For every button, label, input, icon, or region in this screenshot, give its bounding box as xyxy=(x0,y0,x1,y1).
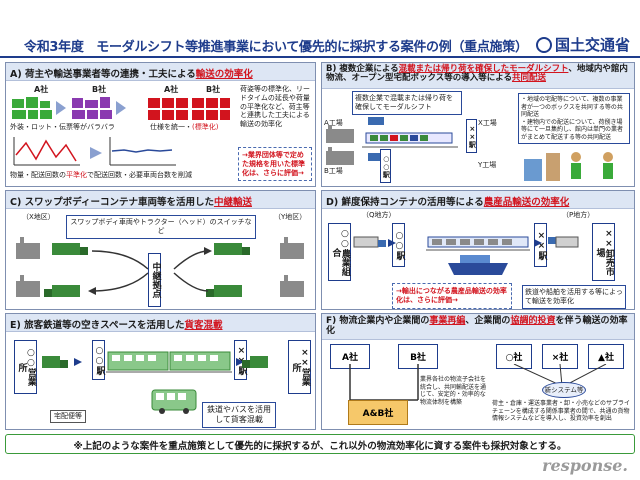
company-tri: ▲社 xyxy=(588,344,624,369)
station-b-right-label: ○○駅 xyxy=(380,149,392,183)
label-after: 仕様を統一・(標準化) xyxy=(150,123,250,132)
ministry-logo-icon xyxy=(535,36,552,53)
train-route-icon xyxy=(362,117,458,161)
panel-d-head-text: D) 鮮度保持コンテナの活用等による xyxy=(326,197,484,208)
company-a-label: A社 xyxy=(34,85,49,94)
chart-label-highlight: 平準化 xyxy=(66,171,87,179)
label-after-highlight: (標準化) xyxy=(192,123,219,131)
panel-d-head-highlight: 農産品輸送の効率化 xyxy=(483,197,570,208)
company-ab: A&B社 xyxy=(348,400,408,425)
note-left: 業界各社の物流子会社を統合し、共同輸配送を通じて、安定的・効率的な物流体制を構築 xyxy=(420,376,487,406)
panel-a-header: A) 荷主や輸送事業者等の連携・工夫による輸送の効率化 xyxy=(6,63,315,81)
rail-bus-note: 鉄道やバスを活用して貨客混載 xyxy=(202,402,276,428)
page-title: 令和3年度 モーダルシフト等推進事業において優先的に採択する案件の例（重点施策） xyxy=(24,40,528,55)
factory-b-label: B工場 xyxy=(324,167,343,175)
factory-a-label: A工場 xyxy=(324,119,343,127)
x-area-label: （X地区） xyxy=(22,213,55,221)
panel-c: C) スワップボディーコンテナ車両等を活用した中継輸送 （X地区） （Y地区） … xyxy=(5,190,316,310)
panel-a-head-highlight: 輸送の効率化 xyxy=(195,69,253,80)
chart-label: 物量・配送回数の平準化で配送回数・必要車両台数を削減 xyxy=(10,171,240,180)
panel-b-body: 複数企業で混載または帰り荷を確保してモーダルシフト A工場 B工場 ××駅 ○○… xyxy=(322,89,634,186)
panel-f: F) 物流企業内や企業間の事業再編、企業間の協調的投資を伴う輸送の効率化 A社 … xyxy=(321,313,635,430)
chart-label-prefix: 物量・配送回数の xyxy=(10,171,66,179)
mixed-cargo-icon xyxy=(12,97,126,119)
ministry-label: 国土交通省 xyxy=(554,36,630,54)
factory-x-label: X工場 xyxy=(478,119,497,127)
panel-f-body: A社 B社 A&B社 業界各社の物流子会社を統合し、共同輸配送を通じて、安定的・… xyxy=(322,340,634,429)
passenger-freight-icon xyxy=(42,351,268,414)
y-area-label: （Y地区） xyxy=(274,213,307,221)
p-area-label: （P地方） xyxy=(562,211,595,219)
station-b-label: ××駅 xyxy=(466,119,478,153)
panel-f-head-highlight2: 協調的投資 xyxy=(510,316,556,326)
boat-note: 鉄道や船舶を活用する等によって輸送を効率化 xyxy=(522,285,626,309)
panel-a-desc: 荷姿等の標準化、リードタイムの延長や荷量の平準化など、荷主等と連携した工夫による… xyxy=(240,85,310,128)
relay-base-label: 中継拠点 xyxy=(148,253,162,307)
company-b-label: B社 xyxy=(92,85,107,94)
panel-c-header: C) スワップボディーコンテナ車両等を活用した中継輸送 xyxy=(6,191,315,209)
agri-coop-label: ○○農業組合 xyxy=(328,223,351,281)
panel-b-box: 複数企業で混載または帰り荷を確保してモーダルシフト xyxy=(352,91,462,115)
panel-f-head-text: F) 物流企業内や企業間の xyxy=(326,316,430,326)
label-before: 外装・ロット・伝票等がバラバラ xyxy=(10,123,115,131)
station-a-label: ○○駅 xyxy=(92,340,106,380)
panel-c-head-text: C) スワップボディーコンテナ車両等を活用した xyxy=(10,197,214,208)
panel-b-head-mid: 、地域内や館内物流、オープン型宅配ボックス等の導入等による xyxy=(326,64,628,84)
switch-label: スワップボディ車両やトラクター（ヘッド）のスイッチなど xyxy=(66,215,256,239)
agri-transport-icon xyxy=(353,236,579,275)
title-underline xyxy=(0,56,640,58)
company-a2-label: A社 xyxy=(164,85,179,94)
panel-d-body: （Q地方） （P地方） ○○農業組合 ○○駅 ××駅 ××卸売市場 →輸出につな… xyxy=(322,209,634,309)
panel-d-note: →輸出につながる農産品輸送の効率化は、さらに評価→ xyxy=(392,283,512,309)
panel-e-header: E) 旅客鉄道等の空きスペースを活用した貨客混載 xyxy=(6,314,315,332)
watermark: response. xyxy=(542,456,628,475)
footer-note: ※上記のような案件を重点施策として優先的に採択するが、これ以外の物流効率化に資す… xyxy=(5,434,635,454)
panel-d-header: D) 鮮度保持コンテナの活用等による農産品輸送の効率化 xyxy=(322,191,634,209)
station-a-label: ○○駅 xyxy=(392,223,406,267)
panel-e-head-text: E) 旅客鉄道等の空きスペースを活用した xyxy=(10,320,185,331)
panel-f-head-suffix: を伴う輸送の効率化 xyxy=(326,316,628,337)
relay-transport-icon xyxy=(16,237,304,297)
company-o: ○社 xyxy=(496,344,532,369)
factory-y-label: Y工場 xyxy=(478,161,497,169)
panel-d: D) 鮮度保持コンテナの活用等による農産品輸送の効率化 （Q地方） （P地方） … xyxy=(321,190,635,310)
panel-a: A) 荷主や輸送事業者等の連携・工夫による輸送の効率化 A社 B社 A社 B社 … xyxy=(5,62,316,187)
panel-a-head-text: A) 荷主や輸送事業者等の連携・工夫による xyxy=(10,69,196,80)
leveling-chart-icon xyxy=(13,137,176,166)
market-label: ××卸売市場 xyxy=(592,223,615,281)
chart-label-suffix: で配送回数・必要車両台数を削減 xyxy=(87,171,192,179)
q-area-label: （Q地方） xyxy=(362,211,396,219)
factory-icon xyxy=(326,125,354,165)
panel-c-body: （X地区） （Y地区） スワップボディ車両やトラクター（ヘッド）のスイッチなど … xyxy=(6,209,315,309)
panel-f-head-mid: 、企業間の xyxy=(465,316,511,326)
office-b-label: ××営業所 xyxy=(288,340,311,394)
delivery-workers-icon xyxy=(524,152,613,181)
label-after-prefix: 仕様を統一・ xyxy=(150,123,192,131)
panel-c-head-highlight: 中継輸送 xyxy=(213,197,252,208)
panel-b-head-text: B) 複数企業による xyxy=(326,64,399,74)
ministry-name: 国土交通省 xyxy=(535,34,630,55)
panel-e-body: ○○営業所 ○○駅 ××駅 ××営業所 宅配便等 鉄道やバスを活用して貨客混載 xyxy=(6,332,315,429)
panel-b-header: B) 複数企業による混載または帰り荷を確保したモーダルシフト、地域内や館内物流、… xyxy=(322,63,634,89)
panel-e: E) 旅客鉄道等の空きスペースを活用した貨客混載 ○○営業所 ○○駅 ××駅 ×… xyxy=(5,313,316,430)
panel-e-head-highlight: 貨客混載 xyxy=(184,320,223,331)
panel-b: B) 複数企業による混載または帰り荷を確保したモーダルシフト、地域内や館内物流、… xyxy=(321,62,635,187)
panel-a-body: A社 B社 A社 B社 外装・ロット・伝票等がバラバラ 仕様を統一・(標準化) … xyxy=(6,81,315,186)
panel-b-right-note: ・地域の宅配等について、複数の事業者が一つのボックスを共同する等の共同配送 ・建… xyxy=(518,93,630,144)
panel-b-head-highlight2: 共同配送 xyxy=(511,73,546,84)
home-delivery-label: 宅配便等 xyxy=(50,410,86,423)
title-bar: 令和3年度 モーダルシフト等推進事業において優先的に採択する案件の例（重点施策）… xyxy=(0,0,640,58)
note-right: 荷主・倉庫・運送事業者・卸・小売などのサプライチェーンを構成する関係事業者の間で… xyxy=(492,400,631,422)
standardized-cargo-icon xyxy=(148,98,230,120)
new-system: 新システム等 xyxy=(542,382,586,399)
panel-f-header: F) 物流企業内や企業間の事業再編、企業間の協調的投資を伴う輸送の効率化 xyxy=(322,314,634,340)
panel-a-note: →業界団体等で定めた規格を用いた標準化は、さらに評価→ xyxy=(238,147,312,182)
office-a-label: ○○営業所 xyxy=(14,340,37,394)
panel-b-head-highlight1: 混載または帰り荷を確保したモーダルシフト xyxy=(398,64,569,74)
company-b2-label: B社 xyxy=(206,85,221,94)
panel-f-head-highlight1: 事業再編 xyxy=(429,316,466,326)
